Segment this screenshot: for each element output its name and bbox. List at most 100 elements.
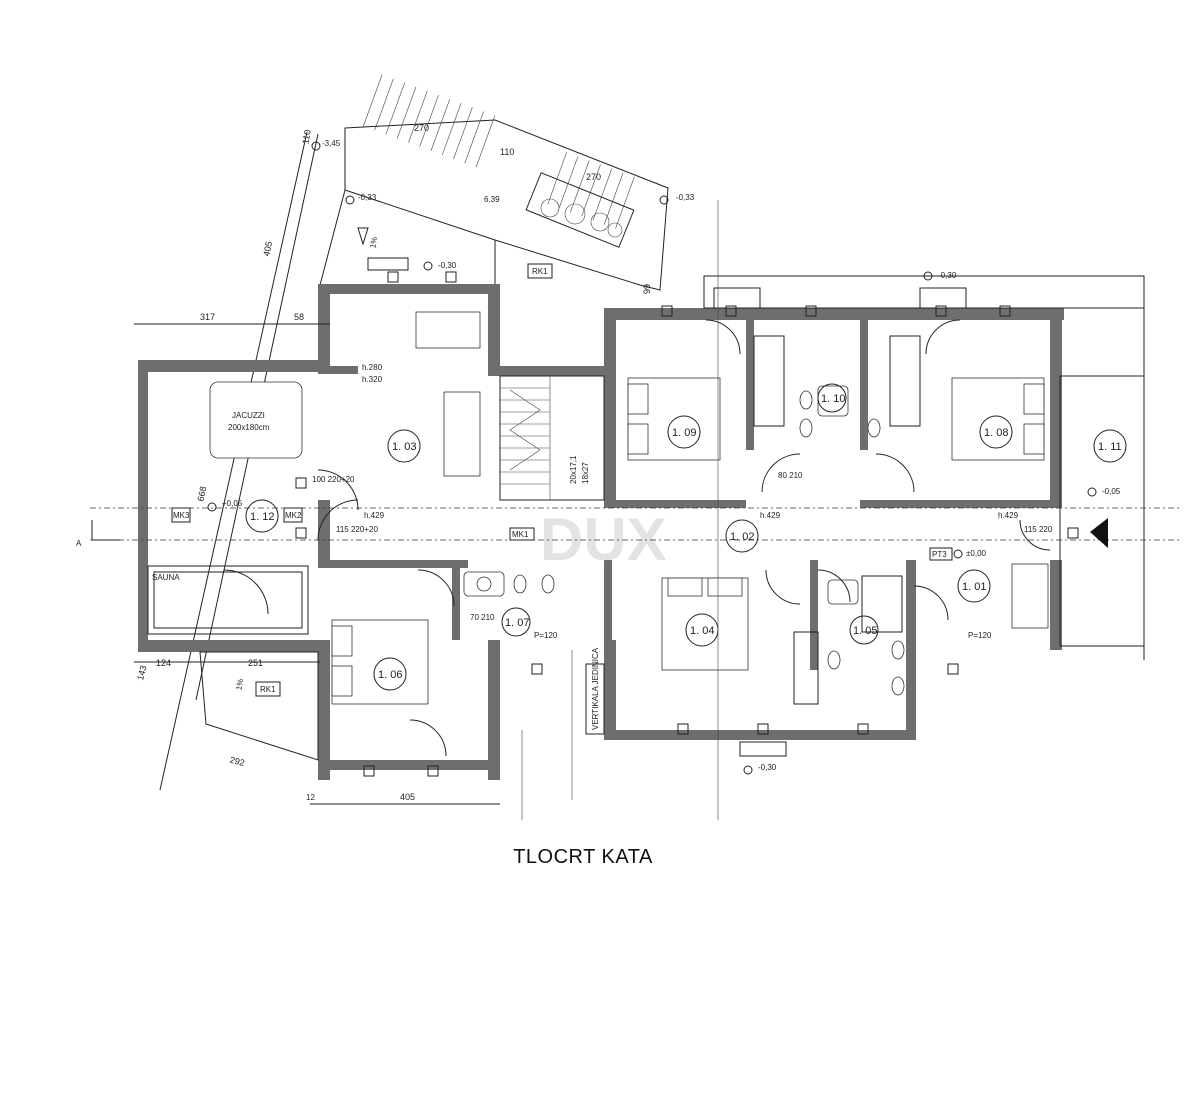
- opening-80-210: 80 210: [778, 471, 803, 480]
- jacuzzi-size: 200x180cm: [228, 423, 270, 432]
- svg-text:1. 03: 1. 03: [392, 441, 416, 453]
- svg-text:1. 07: 1. 07: [505, 617, 529, 629]
- level-top-far-right: -0,30: [938, 271, 957, 280]
- dim-12: 12: [306, 793, 315, 802]
- drawing-title: TLOCRT KATA: [513, 846, 653, 868]
- level-marker-icon: [345, 195, 355, 205]
- room-1-08: 1. 08: [979, 415, 1013, 449]
- furniture: [331, 311, 1049, 705]
- room-1-06: 1. 06: [373, 657, 407, 691]
- level-top-left: -3,45: [322, 139, 341, 148]
- level-terrace: -0,30: [438, 261, 457, 270]
- opening-115-220-right: 115 220: [1024, 525, 1053, 534]
- level-marker-icon: [923, 271, 933, 281]
- svg-text:1. 04: 1. 04: [690, 625, 714, 637]
- level-marker-icon: [1087, 487, 1097, 497]
- mk3-label: MK3: [173, 511, 190, 520]
- svg-text:1. 12: 1. 12: [250, 511, 274, 523]
- annotations: MK1 PT3 ±0,00 -0,05 -0,30 h.429 h.429 h.…: [312, 363, 1121, 775]
- dim-143: 143: [135, 664, 149, 681]
- pt3-label: PT3: [932, 550, 947, 559]
- svg-text:1. 11: 1. 11: [1098, 441, 1122, 453]
- dim-405-bottom: 405: [400, 792, 415, 802]
- dim-668: 668: [195, 485, 208, 502]
- dim-124: 124: [156, 658, 171, 668]
- rk1-bottom-label: RK1: [260, 685, 276, 694]
- svg-text:18x27: 18x27: [581, 462, 590, 484]
- h429-right: h.429: [998, 511, 1019, 520]
- h429-left: h.429: [364, 511, 385, 520]
- dim-270-b: 270: [586, 172, 601, 182]
- level-marker-icon: [207, 502, 217, 512]
- watermark-text: DUX: [540, 506, 667, 573]
- svg-text:1%: 1%: [368, 236, 379, 249]
- dim-270-a: 270: [414, 123, 429, 133]
- level-marker-icon: [423, 261, 433, 271]
- level-bottom: -0,30: [758, 763, 777, 772]
- room-1-07: 1. 07: [501, 607, 531, 637]
- svg-text:1%: 1%: [234, 678, 245, 691]
- room-1-09: 1. 09: [667, 415, 701, 449]
- p120-left: P=120: [534, 631, 558, 640]
- room-1-11: 1. 11: [1093, 429, 1127, 463]
- door-swings: [223, 319, 1051, 757]
- dim-110-b: 110: [300, 129, 312, 145]
- level-entry: ±0,00: [966, 549, 987, 558]
- mk2-label: MK2: [285, 511, 302, 520]
- top-roof-stairs: 270 110 270 6.39 110 -3,45 -0,33 -0,33: [300, 74, 695, 291]
- level-east: -0,05: [1102, 487, 1121, 496]
- svg-text:1. 01: 1. 01: [962, 581, 986, 593]
- room-1-10: 1. 10: [817, 383, 847, 413]
- jacuzzi-label: JACUZZI: [232, 411, 265, 420]
- room-spa: JACUZZI 200x180cm SAUNA MK3 MK2 +0,05: [147, 381, 309, 635]
- h320-label: h.320: [362, 375, 383, 384]
- sauna-label: SAUNA: [152, 573, 180, 582]
- dim-639: 6.39: [484, 195, 500, 204]
- dim-292: 292: [229, 755, 246, 768]
- room-1-12: 1. 12: [245, 499, 279, 533]
- level-marker-icon: [659, 195, 669, 205]
- dim-99: 99: [642, 284, 652, 294]
- dim-110-a: 110: [500, 147, 514, 157]
- roof-overhang-right: -0,30 99: [642, 271, 1145, 660]
- upper-terrace: 1% -0,30 RK1: [319, 189, 553, 286]
- vertical-unit-sign: VERTIKALA JEDINICA: [591, 647, 600, 730]
- watermark-logo: DUX: [540, 506, 667, 573]
- level-marker-icon: [953, 549, 963, 559]
- level-marker-icon: [743, 765, 753, 775]
- stairs-label: 20x17,1: [569, 455, 578, 484]
- dim-251: 251: [248, 658, 263, 668]
- mk1-label: MK1: [512, 530, 529, 539]
- room-1-05: 1. 05: [849, 615, 879, 645]
- grid-lines: [521, 200, 719, 820]
- lower-terrace: RK1 1%: [199, 651, 319, 761]
- level-top-right: -0,33: [358, 193, 377, 202]
- section-arrow-icon: [1090, 518, 1108, 548]
- svg-text:1. 06: 1. 06: [378, 669, 402, 681]
- svg-text:1. 02: 1. 02: [730, 531, 754, 543]
- level-top-mid: -0,33: [676, 193, 695, 202]
- opening-70-210: 70 210: [470, 613, 495, 622]
- room-1-03: 1. 03: [387, 429, 421, 463]
- svg-text:1. 10: 1. 10: [821, 393, 845, 405]
- stair-core: 20x17,1 18x27: [499, 375, 605, 501]
- svg-text:1. 08: 1. 08: [984, 427, 1008, 439]
- dim-405-diag: 405: [261, 240, 274, 257]
- svg-text:1. 09: 1. 09: [672, 427, 696, 439]
- p120-right: P=120: [968, 631, 992, 640]
- dim-317: 317: [200, 312, 215, 322]
- exterior-walls: [138, 284, 1064, 780]
- section-marker: A: [76, 539, 82, 548]
- room-1-01: 1. 01: [957, 569, 991, 603]
- room-labels: 1. 03 1. 12 1. 09 1. 10 1. 08 1. 11 1. 0…: [245, 383, 1127, 691]
- h429-mid: h.429: [760, 511, 781, 520]
- opening-100-220: 100 220+20: [312, 475, 355, 484]
- svg-text:1. 05: 1. 05: [853, 625, 877, 637]
- window-markers: [295, 271, 1079, 777]
- opening-115-220: 115 220+20: [336, 525, 378, 534]
- rk1-top-label: RK1: [532, 267, 548, 276]
- dim-58: 58: [294, 312, 304, 322]
- room-1-02: 1. 02: [725, 519, 759, 553]
- level-west: +0,05: [222, 499, 243, 508]
